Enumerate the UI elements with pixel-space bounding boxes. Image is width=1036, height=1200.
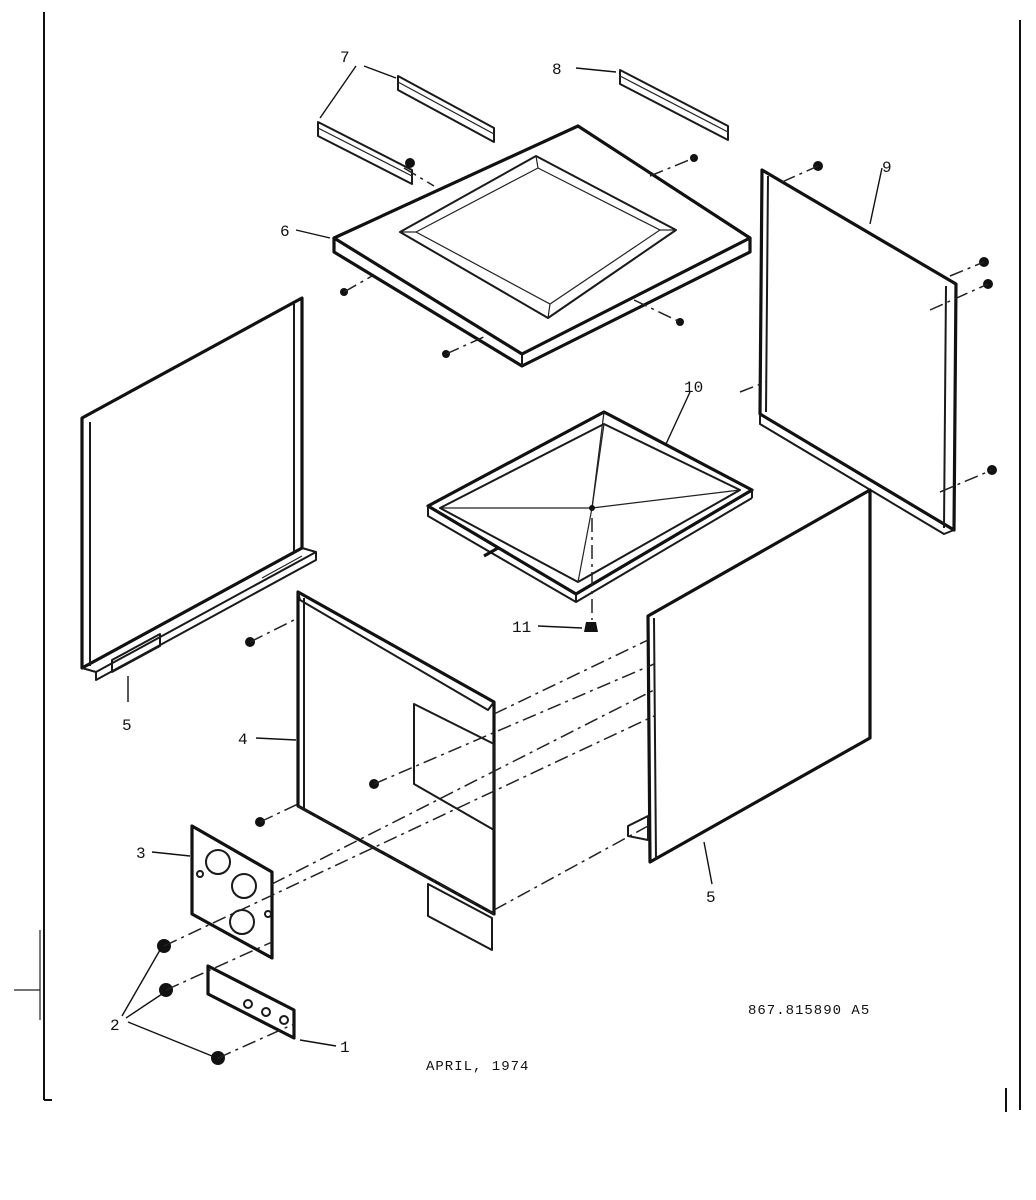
top-bracket-part-7 (317, 75, 495, 185)
assembly-center-lines (163, 157, 993, 1059)
drawing-date: APRIL, 1974 (426, 1059, 529, 1075)
callout-1: 1 (340, 1039, 350, 1057)
callout-9: 9 (882, 159, 892, 177)
drain-fitting-part-11 (584, 622, 598, 632)
top-cover-part-6 (332, 124, 752, 368)
front-right-panel-part-5 (627, 488, 872, 864)
left-panel-part-5 (80, 296, 317, 681)
small-plate-part-1 (206, 964, 296, 1040)
callout-7: 7 (340, 49, 350, 67)
center-panel-part-4 (296, 590, 496, 951)
callout-4: 4 (238, 731, 248, 749)
callout-leaders (121, 65, 883, 1057)
callout-5-left: 5 (122, 717, 132, 735)
page-frame (14, 12, 1021, 1112)
callout-5-right: 5 (706, 889, 716, 907)
right-panel-part-9 (758, 168, 958, 535)
drawing-number: 867.815890 A5 (748, 1003, 870, 1019)
callout-3: 3 (136, 845, 146, 863)
callout-2: 2 (110, 1017, 120, 1035)
top-bracket-part-8 (619, 69, 729, 141)
callout-10: 10 (684, 379, 703, 397)
callout-8: 8 (552, 61, 562, 79)
control-plate-part-3 (190, 824, 274, 960)
callout-11: 11 (512, 619, 531, 637)
drain-pan-part-10 (426, 410, 754, 603)
callout-6: 6 (280, 223, 290, 241)
